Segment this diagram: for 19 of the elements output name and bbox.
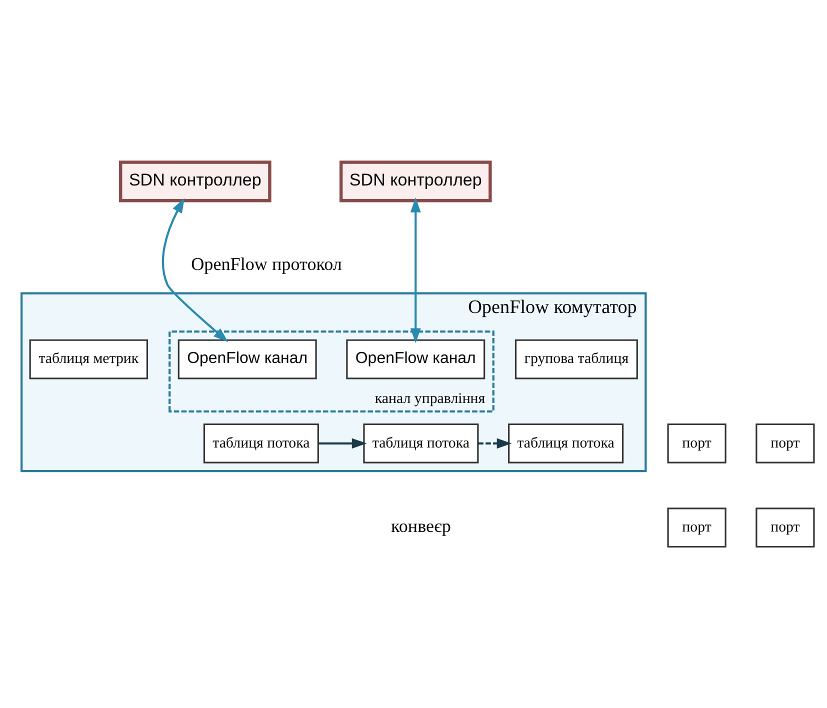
arrow bbox=[410, 196, 421, 343]
arrow bbox=[318, 438, 367, 448]
node-box: таблиця потока bbox=[508, 422, 624, 463]
node-box: порт bbox=[667, 507, 726, 548]
node-box: SDN контроллер bbox=[119, 160, 272, 202]
node-box: OpenFlow канал bbox=[346, 338, 486, 379]
node-box: порт bbox=[756, 422, 815, 463]
label: конвеєр bbox=[391, 515, 451, 536]
label: OpenFlow протокол bbox=[191, 253, 342, 274]
node-box: таблиця потока bbox=[203, 422, 319, 463]
arrow bbox=[162, 197, 228, 342]
node-box: OpenFlow канал bbox=[178, 338, 317, 379]
node-box: таблиця потока bbox=[363, 422, 479, 463]
arrow bbox=[478, 438, 512, 448]
node-box: SDN контроллер bbox=[339, 160, 492, 202]
node-box: порт bbox=[667, 422, 726, 463]
node-box: групова таблиця bbox=[514, 338, 638, 379]
node-box: таблиця метрик bbox=[29, 338, 148, 379]
node-box: порт bbox=[756, 507, 815, 548]
